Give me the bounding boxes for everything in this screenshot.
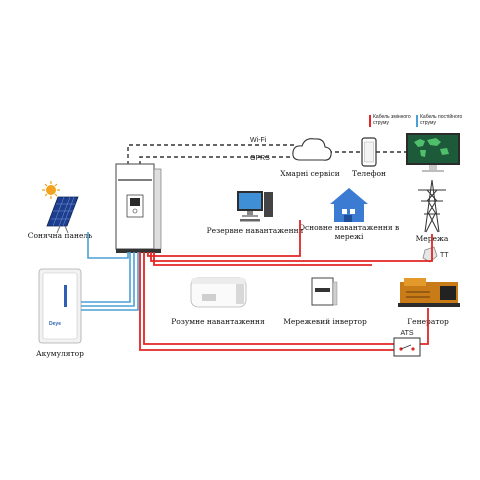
ct-icon [422,246,438,263]
battery-dc-cable-2 [81,252,135,307]
wifi-label: Wi-Fi [250,137,267,144]
battery-dc-cable-3 [81,252,139,311]
smart-load-cable [143,252,394,345]
ct-label: ТТ [440,252,449,259]
generator-icon [398,278,460,307]
battery-brand: Deye [49,321,61,327]
ac-cables [139,220,433,351]
dc-cables [81,232,139,311]
backup-load-cable [147,220,301,257]
phone-label: Телефон [352,169,386,178]
grid-tower-icon [418,179,446,233]
solar-dc-cable [87,232,129,259]
solar-panel-icon [42,181,79,234]
gprs-label: GPRS [250,155,270,162]
grid-inverter-icon [311,277,338,306]
sun-icon [42,181,60,199]
water-heater-icon [190,277,247,308]
grid-cable [150,234,433,262]
comm-links [127,144,406,165]
ct-cable [153,252,372,266]
generator-cable [420,308,429,345]
battery-dc-cable-1 [81,252,131,303]
wifi-link [127,144,296,165]
cloud-label: Хмарні сервіси [280,169,340,178]
cloud-icon [292,138,332,161]
house-icon [330,188,368,222]
ats-label: ATS [400,330,413,337]
solar-label: Сонячна панель [28,231,93,240]
battery-icon: Deye [38,268,82,344]
grid-inverter-cable [139,252,394,351]
phone-icon [361,137,377,167]
ats-box [393,337,421,357]
monitor-icon [406,133,460,172]
grid-inverter-label: Мережевий інвертор [283,317,367,326]
backup-load-label: Резервне навантаження [207,226,304,235]
hybrid-inverter [115,163,162,253]
pc-icon [237,191,273,222]
gprs-link [139,156,296,165]
smart-load-label: Розумне навантаження [171,317,265,326]
battery-label: Акумулятор [36,349,84,358]
